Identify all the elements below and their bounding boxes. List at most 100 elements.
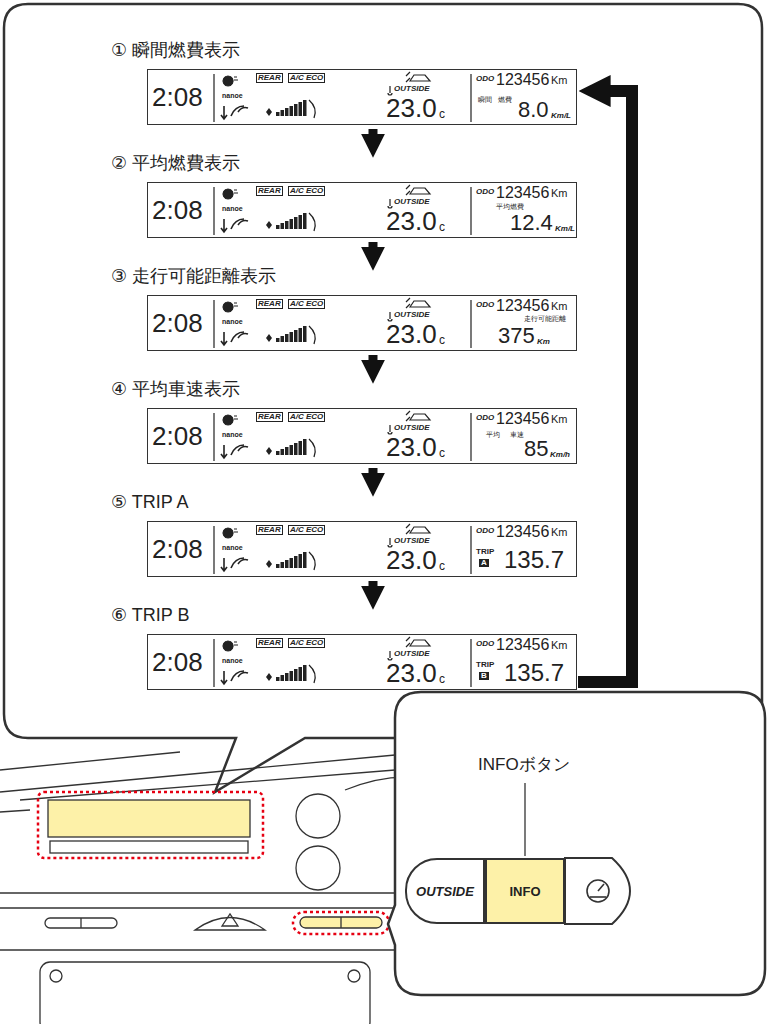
lcd-text: Km bbox=[551, 301, 568, 312]
panel-heading: ② 平均燃費表示 bbox=[111, 154, 240, 172]
lcd-divider bbox=[214, 187, 471, 235]
level-bar bbox=[285, 673, 289, 681]
level-arc bbox=[309, 552, 315, 570]
lcd-text: 23.0 bbox=[386, 547, 437, 573]
lcd-text: Km bbox=[551, 414, 568, 425]
lcd-text: A/C ECO bbox=[288, 299, 325, 309]
lcd-text: ODO bbox=[476, 640, 494, 648]
lcd-text: nanoe bbox=[222, 318, 243, 325]
car-icon bbox=[406, 637, 430, 647]
lcd-text: c bbox=[439, 673, 445, 685]
level-bar bbox=[299, 102, 303, 116]
lcd-text: c bbox=[439, 560, 445, 572]
leader-line bbox=[524, 783, 525, 856]
thermometer-icon bbox=[388, 538, 392, 547]
lcd-text: 12.4 bbox=[510, 212, 553, 234]
lcd-text: A/C ECO bbox=[288, 73, 325, 83]
car-icon bbox=[406, 298, 430, 308]
lcd-text: nanoe bbox=[222, 657, 243, 664]
level-bar bbox=[285, 108, 289, 116]
car-icon bbox=[406, 185, 430, 195]
level-bar bbox=[276, 225, 280, 229]
lcd-text: 23.0 bbox=[386, 321, 437, 347]
lcd-text: REAR bbox=[256, 638, 283, 648]
lcd-text: ODO bbox=[476, 527, 494, 535]
lcd-text: Km bbox=[537, 338, 550, 346]
level-bar bbox=[281, 336, 285, 342]
zoom-bubble bbox=[388, 692, 765, 995]
lcd-text: B bbox=[479, 672, 489, 680]
lcd-text: 23.0 bbox=[386, 95, 437, 121]
level-bar bbox=[303, 213, 307, 229]
flow-arrow bbox=[369, 129, 378, 141]
lcd-text: 2:08 bbox=[152, 310, 203, 336]
lcd-text: 123456 bbox=[496, 72, 549, 88]
lcd-text: 23.0 bbox=[386, 434, 437, 460]
level-bar bbox=[303, 100, 307, 116]
lcd-text: A/C ECO bbox=[288, 525, 325, 535]
level-bar bbox=[281, 223, 285, 229]
level-bar bbox=[290, 671, 294, 681]
lcd-text: ODO bbox=[476, 301, 494, 309]
panel-heading: ⑥ TRIP B bbox=[111, 606, 190, 624]
lcd-text: TRIP bbox=[476, 661, 494, 669]
lcd-text: c bbox=[439, 221, 445, 233]
lcd-divider bbox=[214, 300, 471, 348]
fan-level bbox=[276, 213, 307, 229]
car-icon bbox=[406, 524, 430, 534]
lcd-text: nanoe bbox=[222, 544, 243, 551]
fan-icon bbox=[266, 334, 272, 342]
lcd-text: OUTSIDE bbox=[394, 85, 430, 93]
nanoe-icon bbox=[223, 302, 238, 312]
thermometer-icon bbox=[388, 86, 392, 95]
level-bar bbox=[299, 328, 303, 342]
level-bar bbox=[299, 554, 303, 568]
flow-arrow bbox=[369, 468, 378, 480]
panel-heading: ① 瞬間燃費表示 bbox=[111, 41, 240, 59]
lcd-divider bbox=[214, 413, 471, 461]
fan-icon bbox=[266, 221, 272, 229]
level-bar bbox=[290, 445, 294, 455]
level-bar bbox=[294, 330, 298, 342]
lcd-text: nanoe bbox=[222, 205, 243, 212]
fan-level bbox=[276, 552, 307, 568]
fan-level bbox=[276, 100, 307, 116]
lcd-text: OUTSIDE bbox=[394, 311, 430, 319]
lcd-text: REAR bbox=[256, 73, 283, 83]
level-arc bbox=[309, 213, 315, 231]
airflow-icon bbox=[221, 558, 248, 571]
lcd-panel: ① 瞬間燃費表示2:08nanoeREARA/C ECOOUTSIDE23.0c… bbox=[147, 69, 577, 125]
panel-heading: ③ 走行可能距離表示 bbox=[111, 267, 276, 285]
flow-arrow bbox=[369, 242, 378, 254]
airflow-icon bbox=[221, 106, 248, 119]
car-icon bbox=[406, 411, 430, 421]
lcd-text: 瞬間 bbox=[478, 96, 492, 103]
lcd-text: 平均燃費 bbox=[496, 203, 524, 210]
level-bar bbox=[285, 221, 289, 229]
nanoe-icon bbox=[223, 641, 238, 651]
level-arc bbox=[309, 439, 315, 457]
meter-icon bbox=[587, 880, 609, 902]
lcd-text: OUTSIDE bbox=[394, 198, 430, 206]
thermometer-icon bbox=[388, 651, 392, 660]
fan-icon bbox=[266, 560, 272, 568]
level-arc bbox=[309, 326, 315, 344]
level-bar bbox=[281, 562, 285, 568]
lcd-text: 走行可能距離 bbox=[524, 315, 566, 322]
lcd-text: 375 bbox=[498, 325, 535, 347]
lcd-text: A bbox=[479, 559, 489, 567]
lcd-text: Km/h bbox=[550, 451, 570, 459]
lcd-text: A/C ECO bbox=[288, 412, 325, 422]
thermometer-icon bbox=[388, 199, 392, 208]
lcd-text: 2:08 bbox=[152, 423, 203, 449]
level-bar bbox=[294, 556, 298, 568]
button-label: OUTSIDE bbox=[416, 884, 474, 899]
callout-bubble bbox=[4, 4, 762, 792]
lcd-panel: ⑥ TRIP B2:08nanoeREARA/C ECOOUTSIDE23.0c… bbox=[147, 634, 577, 690]
lcd-divider bbox=[214, 74, 471, 122]
nanoe-icon bbox=[223, 76, 238, 86]
airflow-icon bbox=[221, 332, 248, 345]
level-bar bbox=[290, 219, 294, 229]
lcd-panel: ③ 走行可能距離表示2:08nanoeREARA/C ECOOUTSIDE23.… bbox=[147, 295, 577, 351]
lcd-text: 2:08 bbox=[152, 197, 203, 223]
